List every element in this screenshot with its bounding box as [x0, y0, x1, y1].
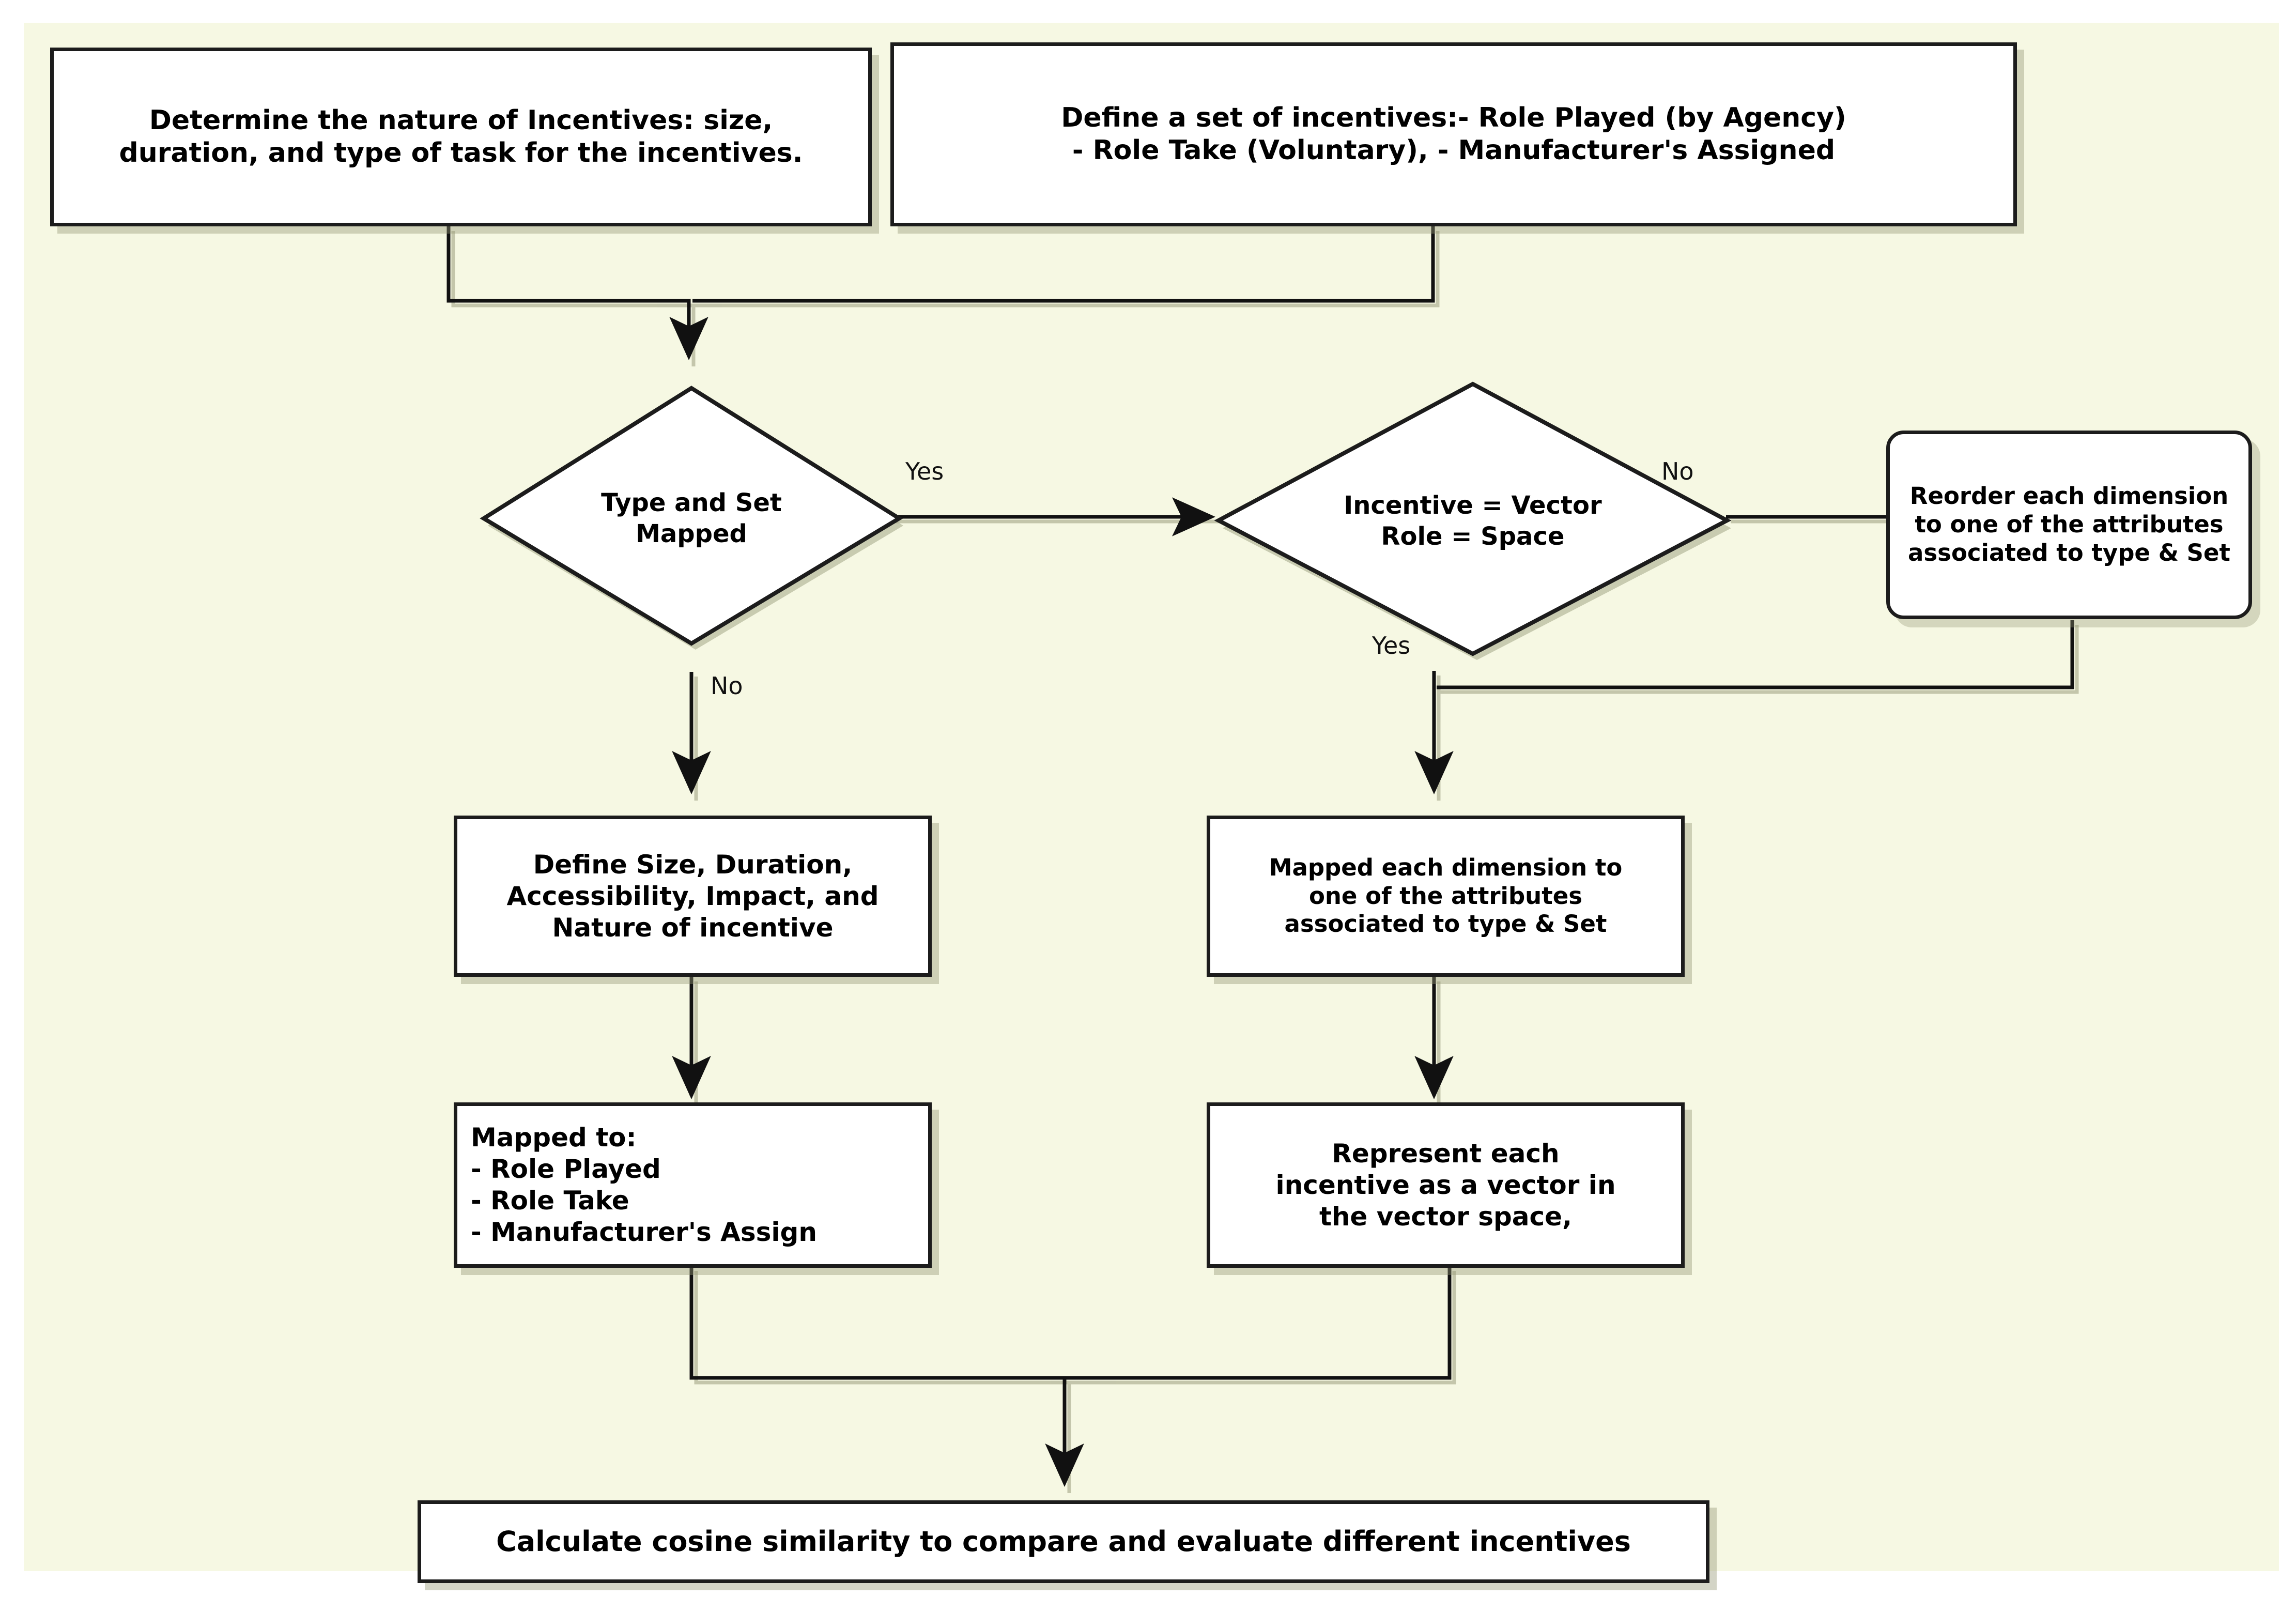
calculate-cosine-similarity-box[interactable]: Calculate cosine similarity to compare a… — [418, 1500, 1709, 1583]
represent-each-incentive-box[interactable]: Represent each incentive as a vector in … — [1207, 1102, 1685, 1268]
determine-nature-box[interactable]: Determine the nature of Incentives: size… — [50, 48, 872, 226]
reorder-line2: to one of the attributes — [1915, 511, 2224, 539]
mapped-dimension-line2: one of the attributes — [1308, 882, 1583, 910]
incentive-vector-decision[interactable]: Incentive = Vector Role = Space — [1214, 380, 1731, 662]
represent-line1: Represent each — [1332, 1138, 1560, 1169]
define-set-line1: Define a set of incentives:- Role Played… — [1061, 102, 1846, 133]
type-set-mapped-line2: Mapped — [636, 519, 747, 548]
edge-label-type-set-no: No — [711, 672, 743, 700]
type-and-set-mapped-decision[interactable]: Type and Set Mapped — [480, 385, 903, 651]
define-size-line1: Define Size, Duration, — [533, 849, 853, 880]
incentive-vector-line2: Role = Space — [1381, 521, 1565, 551]
reorder-line3: associated to type & Set — [1908, 539, 2230, 566]
mapped-dimension-line1: Mapped each dimension to — [1269, 853, 1623, 881]
mapped-to-line4: - Manufacturer's Assign — [471, 1217, 817, 1247]
define-size-duration-box[interactable]: Define Size, Duration, Accessibility, Im… — [454, 816, 932, 977]
diagram-canvas — [24, 23, 2279, 1571]
reorder-dimension-box[interactable]: Reorder each dimension to one of the att… — [1886, 431, 2252, 619]
mapped-to-list-box[interactable]: Mapped to: - Role Played - Role Take - M… — [454, 1102, 932, 1268]
diamond-shape-type-set — [480, 386, 903, 650]
mapped-to-line1: Mapped to: — [471, 1123, 637, 1153]
reorder-line1: Reorder each dimension — [1909, 482, 2229, 510]
edge-label-incentive-no: No — [1661, 457, 1694, 485]
represent-line2: incentive as a vector in — [1275, 1170, 1616, 1200]
mapped-each-dimension-box[interactable]: Mapped each dimension to one of the attr… — [1207, 816, 1685, 977]
define-set-line2: - Role Take (Voluntary), - Manufacturer'… — [1072, 135, 1836, 166]
represent-line3: the vector space, — [1319, 1201, 1573, 1232]
type-set-mapped-line1: Type and Set — [601, 488, 782, 517]
determine-nature-line2: duration, and type of task for the incen… — [119, 137, 803, 168]
mapped-dimension-line3: associated to type & Set — [1284, 910, 1607, 938]
incentive-vector-line1: Incentive = Vector — [1344, 490, 1602, 520]
define-set-box[interactable]: Define a set of incentives:- Role Played… — [890, 42, 2017, 226]
diamond-shape-incentive-vector — [1214, 381, 1731, 660]
mapped-to-line2: - Role Played — [471, 1154, 661, 1184]
edge-label-type-set-yes: Yes — [905, 457, 944, 485]
mapped-to-line3: - Role Take — [471, 1186, 629, 1216]
define-size-line2: Accessibility, Impact, and — [506, 881, 879, 911]
calculate-cosine-line1: Calculate cosine similarity to compare a… — [496, 1525, 1631, 1558]
define-size-line3: Nature of incentive — [552, 912, 834, 943]
edge-label-incentive-yes: Yes — [1372, 632, 1411, 659]
determine-nature-line1: Determine the nature of Incentives: size… — [149, 104, 773, 136]
